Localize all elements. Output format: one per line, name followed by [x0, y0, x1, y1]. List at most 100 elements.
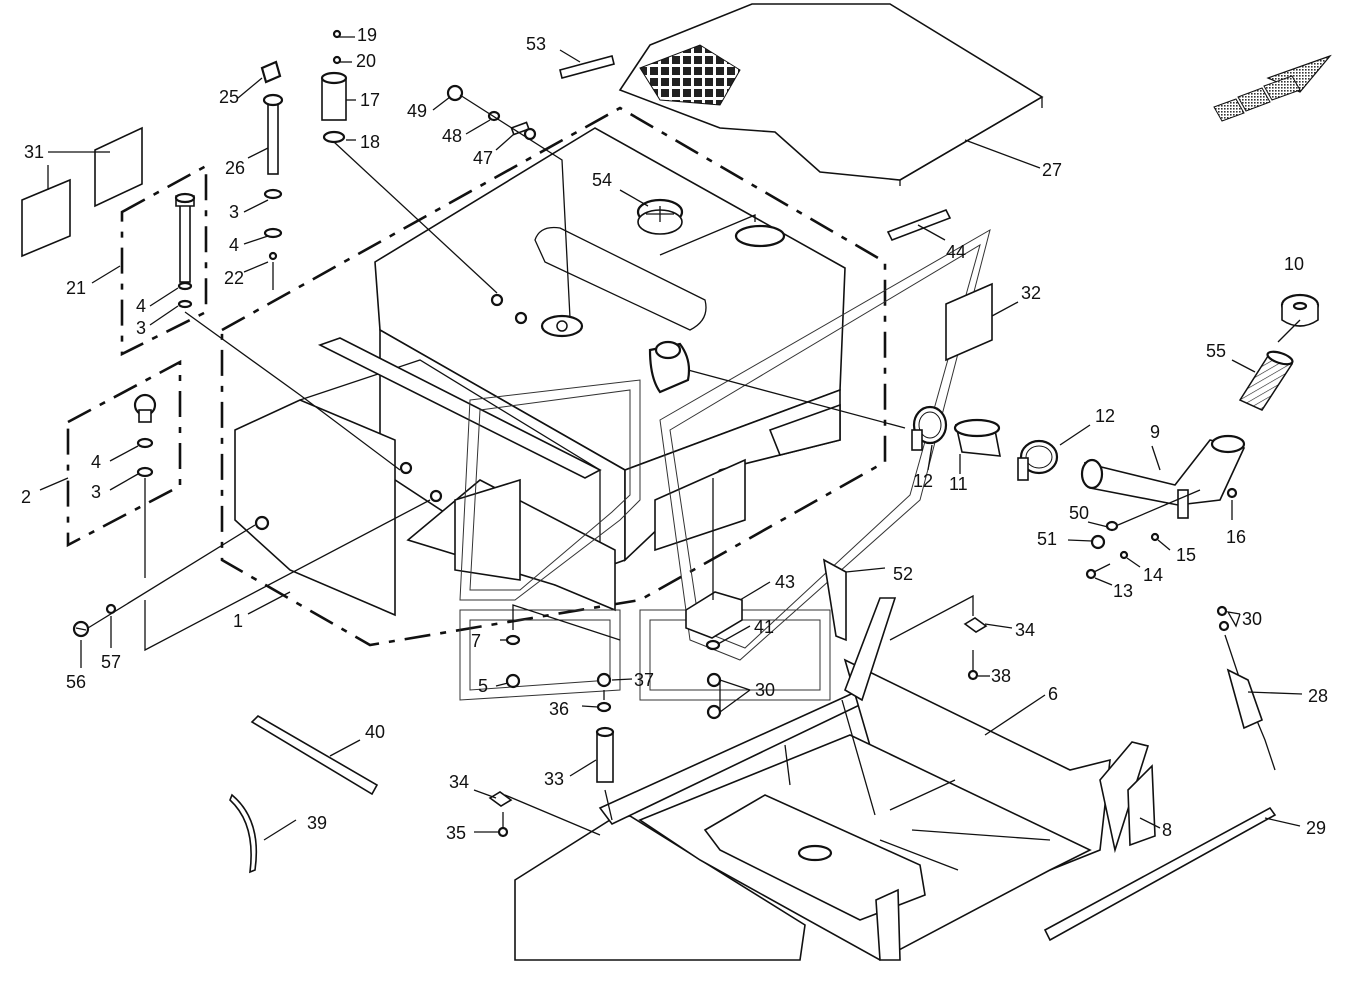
callout-4: 4	[136, 296, 146, 316]
washer-14	[1119, 550, 1129, 560]
bolt-13	[1085, 563, 1111, 580]
drain-bolt-21	[174, 192, 196, 309]
washer-15	[1150, 532, 1160, 542]
callout-18: 18	[360, 132, 380, 152]
strainer-55	[1238, 350, 1294, 411]
callout-14: 14	[1143, 565, 1163, 585]
callout-7: 7	[471, 631, 481, 651]
tension-strap-28	[1216, 605, 1276, 771]
callout-22: 22	[224, 268, 244, 288]
nut-30-b	[706, 704, 722, 720]
callout-49: 49	[407, 101, 427, 121]
rubber-block-43	[685, 591, 743, 639]
callout-39: 39	[307, 813, 327, 833]
callout-4: 4	[229, 235, 239, 255]
callout-12: 12	[1095, 406, 1115, 426]
washer-36	[596, 701, 612, 713]
nut-49	[446, 84, 464, 102]
nut-30-a	[706, 672, 722, 688]
nut-16	[1226, 487, 1238, 499]
strip-8	[1127, 764, 1156, 847]
fuel-tank	[234, 127, 846, 617]
hose-clamp-12a	[911, 405, 948, 451]
callout-35: 35	[446, 823, 466, 843]
washer-41	[705, 639, 721, 651]
callout-32: 32	[1021, 283, 1041, 303]
callout-50: 50	[1069, 503, 1089, 523]
vent-pipe-17	[320, 29, 348, 144]
callout-51: 51	[1037, 529, 1057, 549]
callout-44: 44	[946, 242, 966, 262]
callout-52: 52	[893, 564, 913, 584]
bolt-35	[497, 812, 509, 838]
callout-21: 21	[66, 278, 86, 298]
callout-4: 4	[91, 452, 101, 472]
callout-28: 28	[1308, 686, 1328, 706]
callout-41: 41	[754, 617, 774, 637]
callout-13: 13	[1113, 581, 1133, 601]
hose-clamp-12b	[1017, 439, 1059, 481]
callout-3: 3	[229, 202, 239, 222]
callout-25: 25	[219, 87, 239, 107]
nut-5	[505, 673, 521, 689]
callout-38: 38	[991, 666, 1011, 686]
strip-29	[1043, 806, 1277, 942]
filler-neck-9	[1080, 434, 1246, 519]
seal-ring-57	[105, 603, 117, 615]
callout-9: 9	[1150, 422, 1160, 442]
callout-30: 30	[1242, 609, 1262, 629]
tank-support-frame	[514, 597, 1150, 961]
callout-30: 30	[755, 680, 775, 700]
callout-12: 12	[913, 471, 933, 491]
callout-54: 54	[592, 170, 612, 190]
rubber-strip-39	[229, 793, 258, 874]
callout-48: 48	[442, 126, 462, 146]
bolt-38	[967, 650, 979, 681]
rod-40	[250, 714, 379, 796]
callout-15: 15	[1176, 545, 1196, 565]
callout-16: 16	[1226, 527, 1246, 547]
callout-20: 20	[356, 51, 376, 71]
washer-50	[1105, 520, 1119, 532]
callout-34: 34	[1015, 620, 1035, 640]
callout-11: 11	[949, 474, 968, 494]
nut-51	[1090, 534, 1106, 550]
callout-1: 1	[233, 611, 243, 631]
callout-27: 27	[1042, 160, 1062, 180]
callout-43: 43	[775, 572, 795, 592]
callout-33: 33	[544, 769, 564, 789]
callout-40: 40	[365, 722, 385, 742]
forward-direction-arrow-icon	[1213, 54, 1332, 122]
callout-17: 17	[360, 90, 380, 110]
hose-11	[953, 418, 1001, 457]
floor-cover-plate	[618, 3, 1044, 186]
callout-55: 55	[1206, 341, 1226, 361]
callout-10: 10	[1284, 254, 1304, 274]
clip-34a	[488, 791, 513, 807]
callout-5: 5	[478, 676, 488, 696]
strip-53	[559, 55, 615, 79]
callout-36: 36	[549, 699, 569, 719]
drain-plug-2	[133, 393, 157, 478]
tank-assembly-outline	[220, 106, 887, 647]
leader-lines	[39, 36, 1303, 841]
callout-3: 3	[91, 482, 101, 502]
callout-29: 29	[1306, 818, 1326, 838]
callout-2: 2	[21, 487, 31, 507]
callout-37: 37	[634, 670, 654, 690]
callout-labels: 1 2 3 3 3 4 4 4 5 6 7 8 9 10 11 12 12 13…	[21, 25, 1328, 843]
plate-52	[822, 558, 847, 642]
callout-3: 3	[136, 318, 146, 338]
spacer-33	[595, 726, 615, 783]
callout-26: 26	[225, 158, 245, 178]
callout-57: 57	[101, 652, 121, 672]
callout-19: 19	[357, 25, 377, 45]
label-plate-32	[945, 282, 993, 362]
callout-56: 56	[66, 672, 86, 692]
nut-37	[596, 672, 612, 688]
callout-6: 6	[1048, 684, 1058, 704]
fuel-sender-26	[260, 60, 284, 261]
label-plate-31b	[94, 126, 143, 208]
drain-plug-56	[72, 620, 90, 638]
